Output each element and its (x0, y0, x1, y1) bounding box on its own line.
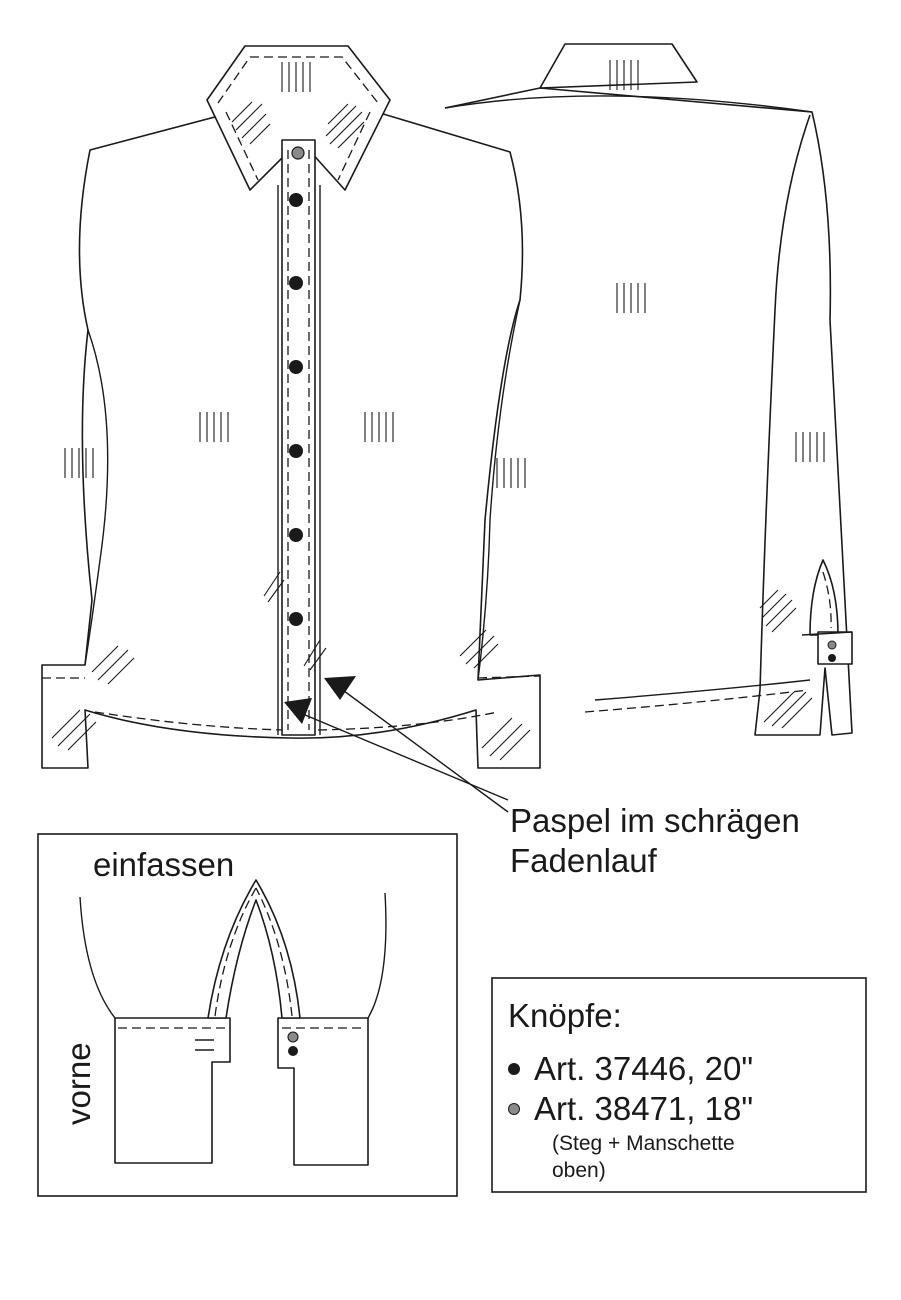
front-button (289, 528, 303, 542)
front-bias-marks (51, 101, 531, 761)
cuff-button-grey (287, 1031, 299, 1043)
buttons-legend-box (491, 977, 867, 1193)
cuff-right (277, 1017, 369, 1166)
front-button (289, 360, 303, 374)
shirt-front-view (41, 45, 541, 769)
front-buttons (289, 193, 303, 626)
piping-callout-arrows (284, 676, 509, 813)
binding-label: einfassen (93, 846, 235, 883)
front-collar (206, 45, 391, 191)
buttons-legend-note: (Steg + Manschette oben) (552, 1132, 735, 1182)
back-grain-marks (609, 60, 825, 462)
buttons-legend-item: Art. 38471, 18" (508, 1090, 753, 1128)
front-button (289, 193, 303, 207)
grey-button-icon (508, 1103, 520, 1115)
front-placket (281, 139, 316, 736)
buttons-legend-title: Knöpfe: (508, 997, 622, 1034)
back-cuff-button-dark (828, 654, 836, 662)
dark-button-icon (508, 1063, 520, 1075)
piping-label: Paspel im schrägen Fadenlauf (510, 802, 800, 879)
back-bias-marks (759, 589, 813, 729)
sleeve-placket-binding (207, 879, 301, 1019)
cuff-detail-box (37, 833, 458, 1197)
cuff-left (114, 1017, 231, 1164)
buttons-legend-item: Art. 37446, 20" (508, 1050, 753, 1088)
front-grain-marks (64, 62, 526, 488)
front-button (289, 276, 303, 290)
cuff-button-dark (288, 1046, 298, 1056)
back-collar-stand (539, 43, 698, 89)
front-button (289, 612, 303, 626)
front-button (289, 444, 303, 458)
collar-stand-button-grey (291, 146, 305, 160)
front-label: vorne (60, 1042, 97, 1125)
back-cuff-button-grey (827, 640, 837, 650)
shirt-back-view (444, 43, 853, 736)
